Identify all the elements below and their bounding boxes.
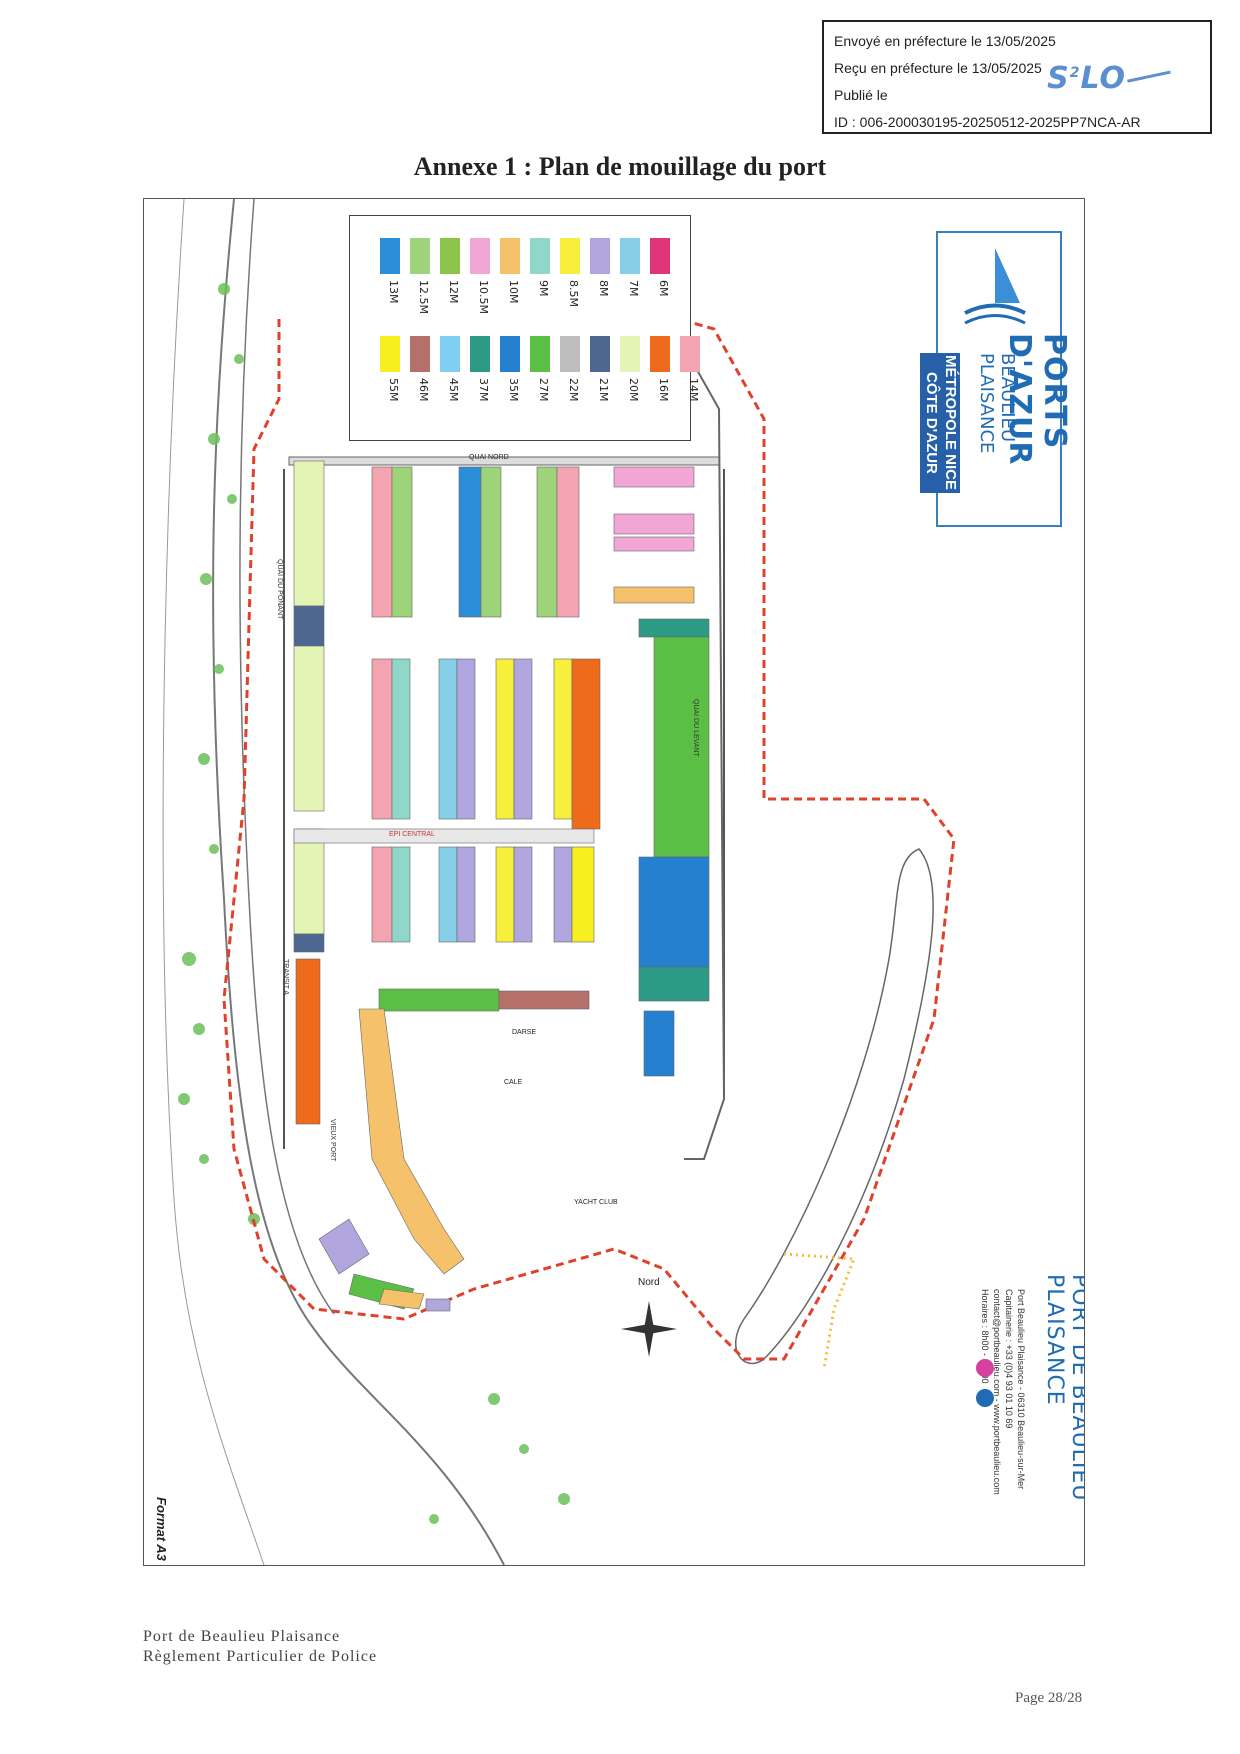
s2low-logo: S2LO: [1047, 60, 1173, 94]
legend-label: 6M: [657, 280, 670, 297]
legend-swatch: [680, 336, 700, 372]
legend-label: 22M: [567, 378, 580, 402]
footer-reglement: Règlement Particulier de Police: [143, 1648, 378, 1665]
stamp-received: Reçu en préfecture le 13/05/2025: [834, 60, 1042, 76]
facebook-icon: [976, 1389, 994, 1407]
legend-label: 9M: [537, 280, 550, 297]
legend-swatch: [530, 336, 550, 372]
lower-piers: [371, 846, 595, 943]
label-darse: DARSE: [512, 1029, 537, 1036]
legend-label: 7M: [627, 280, 640, 297]
legend-swatch: [650, 336, 670, 372]
legend-label: 35M: [507, 378, 520, 402]
legend-label: 46M: [417, 378, 430, 402]
legend-label: 20M: [627, 378, 640, 402]
legend-swatch: [650, 238, 670, 274]
legend-label: 27M: [537, 378, 550, 402]
label-yacht-club: YACHT CLUB: [574, 1199, 618, 1206]
legend-swatch: [470, 238, 490, 274]
label-quai-levant: QUAI DU LEVANT: [692, 699, 699, 757]
contact-line-3: contact@portbeaulieu.com - www.portbeaul…: [992, 1289, 1002, 1495]
quai-ponant-berths: [293, 460, 325, 1125]
legend-swatch: [590, 336, 610, 372]
ports-dazur-logo: PORTS D'AZUR BEAULIEU PLAISANCE MÉTROPOL…: [920, 231, 1072, 527]
legend-label: 10M: [507, 280, 520, 304]
north-piers: [371, 466, 695, 618]
footer-port: Port de Beaulieu Plaisance: [143, 1628, 341, 1645]
map-drawing: [162, 199, 956, 1565]
legend-swatch: [380, 336, 400, 372]
stamp-sent: Envoyé en préfecture le 13/05/2025: [834, 33, 1056, 49]
middle-piers: [293, 658, 601, 844]
port-mooring-plan: 13M 12.5M 12M 10.5M 10M 9M 8.5M 8M 7M 6M 55M 46M 45M…: [143, 198, 1085, 1566]
contact-line-1: Port Beaulieu Plaisance - 06310 Beaulieu…: [1016, 1289, 1026, 1490]
contact-line-2: Capitainerie : +33 (0)4 93 01 10 69: [1004, 1289, 1014, 1429]
legend-label: 16M: [657, 378, 670, 402]
label-transit: TRANSIT A: [282, 959, 289, 996]
legend-swatch: [620, 238, 640, 274]
stamp-id: ID : 006-200030195-20250512-2025PP7NCA-A…: [834, 114, 1141, 130]
label-nord: Nord: [638, 1277, 660, 1288]
label-cale: CALE: [504, 1079, 523, 1086]
prefecture-stamp: Envoyé en préfecture le 13/05/2025 Reçu …: [822, 20, 1212, 134]
instagram-icon: [976, 1359, 994, 1377]
legend-swatch: [410, 336, 430, 372]
legend-swatch: [440, 336, 460, 372]
legend-label: 45M: [447, 378, 460, 402]
port-name: PORT DE BEAULIEU PLAISANCE: [1042, 1274, 1085, 1502]
legend-label: 12M: [447, 280, 460, 304]
label-quai-ponant: QUAI DU PONANT: [276, 559, 283, 620]
stamp-published: Publié le: [834, 87, 888, 103]
legend-swatch: [560, 336, 580, 372]
legend-label: 55M: [387, 378, 400, 402]
page-title: Annexe 1 : Plan de mouillage du port: [413, 152, 827, 181]
legend-swatch: [380, 238, 400, 274]
metropole-badge: MÉTROPOLE NICE CÔTE D'AZUR: [920, 353, 960, 493]
legend-swatch: [470, 336, 490, 372]
compass-rose-icon: [621, 1301, 677, 1357]
berth-size-legend: 13M 12.5M 12M 10.5M 10M 9M 8.5M 8M 7M 6M 55M 46M 45M…: [349, 215, 700, 441]
port-boundary: [222, 307, 956, 1361]
legend-label: 13M: [387, 280, 400, 304]
legend-label: 8M: [597, 280, 610, 297]
sailboat-icon: [964, 248, 1026, 325]
page-number: Page 28/28: [1015, 1690, 1083, 1706]
legend-swatch: [620, 336, 640, 372]
legend-label: 8.5M: [567, 280, 580, 307]
logo-title: PORTS D'AZUR: [1002, 333, 1072, 466]
legend-swatch: [440, 238, 460, 274]
legend-label: 10.5M: [477, 280, 490, 314]
legend-swatch: [530, 238, 550, 274]
legend-swatch: [590, 238, 610, 274]
legend-swatch: [500, 336, 520, 372]
label-quai-nord: QUAI NORD: [469, 454, 509, 461]
logo-subtitle: BEAULIEU PLAISANCE: [976, 353, 1018, 454]
legend-swatch: [560, 238, 580, 274]
label-vieux-port: VIEUX PORT: [329, 1119, 336, 1162]
legend-label: 37M: [477, 378, 490, 402]
contact-line-4: Horaires : 8h00 - 19h00: [980, 1289, 990, 1384]
legend-label: 21M: [597, 378, 610, 402]
legend-swatch: [500, 238, 520, 274]
legend-swatch: [410, 238, 430, 274]
south-darse-berths: [318, 988, 590, 1312]
legend-label: 12.5M: [417, 280, 430, 314]
quai-levant-berths: [638, 618, 710, 1077]
format-label: Format A3: [154, 1497, 169, 1561]
legend-label: 14M: [687, 378, 700, 402]
label-epi-central: EPI CENTRAL: [389, 831, 435, 838]
